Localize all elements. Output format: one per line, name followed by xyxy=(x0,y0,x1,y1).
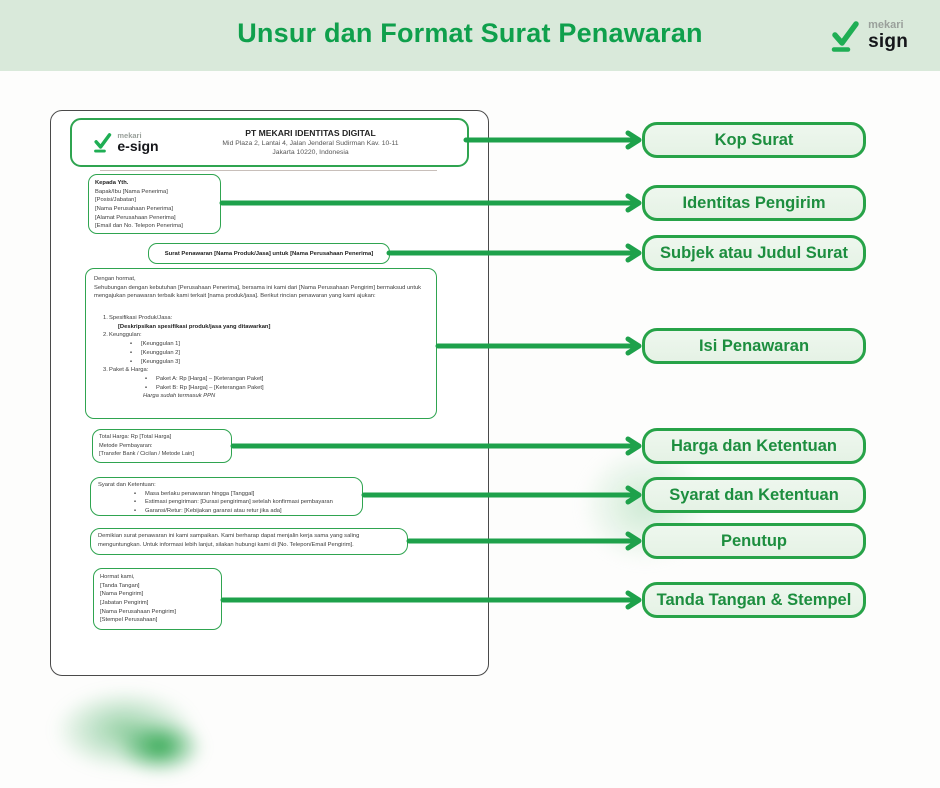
label-kop-surat: Kop Surat xyxy=(642,122,866,158)
signature-line: [Stempel Perusahaan] xyxy=(100,617,158,624)
label-isi-penawaran: Isi Penawaran xyxy=(642,328,866,364)
list-item: 3. Paket & Harga: xyxy=(103,367,149,374)
recipient-line: [Posisi/Jabatan] xyxy=(95,197,136,204)
company-name: PT MEKARI IDENTITAS DIGITAL xyxy=(245,127,376,138)
signature-line: Hormat kami, xyxy=(100,574,135,580)
bullet-item: Paket B: Rp [Harga] – [Keterangan Paket] xyxy=(145,384,428,393)
brand-word-sign: sign xyxy=(868,30,908,52)
recipient-line: Bapak/Ibu [Nama Penerima] xyxy=(95,188,168,195)
label-harga-ketentuan: Harga dan Ketentuan xyxy=(642,428,866,464)
bullet-item: [Keunggulan 1] xyxy=(130,340,428,349)
bullet-item: [Keunggulan 3] xyxy=(130,358,428,367)
doc-section-closing: Demikian surat penawaran ini kami sampai… xyxy=(90,528,408,555)
bullet-item: Estimasi pengiriman: [Durasi pengiriman]… xyxy=(134,498,355,507)
doc-section-body: Dengan hormat, Sehubungan dengan kebutuh… xyxy=(85,268,437,419)
label-penutup: Penutup xyxy=(642,523,866,559)
bullet-item: Garansi/Retur: [Kebijakan garansi atau r… xyxy=(134,507,355,516)
doc-section-kop-surat: mekari e-sign PT MEKARI IDENTITAS DIGITA… xyxy=(70,118,469,167)
list-item-detail: [Deskripsikan spesifikasi produk/jasa ya… xyxy=(118,323,271,330)
signature-line: [Jabatan Pengirim] xyxy=(100,600,149,607)
arrow-kop-surat xyxy=(463,130,642,150)
list-item: 1. Spesifikasi Produk/Jasa: xyxy=(103,315,173,322)
pricing-line: Metode Pembayaran: xyxy=(99,442,153,449)
esign-logo-word-esign: e-sign xyxy=(117,138,159,155)
signature-line: [Nama Perusahaan Pengirim] xyxy=(100,608,177,615)
doc-section-signature: Hormat kami, [Tanda Tangan] [Nama Pengir… xyxy=(93,568,222,630)
bullet-item: Paket A: Rp [Harga] – [Keterangan Paket] xyxy=(145,375,428,384)
list-item: 2. Keunggulan: xyxy=(103,332,142,339)
company-address-line1: Mid Plaza 2, Lantai 4, Jalan Jenderal Su… xyxy=(222,140,399,148)
recipient-line: [Alamat Perusahaan Penerima] xyxy=(95,214,176,221)
esign-logo-word-mekari: mekari xyxy=(117,130,142,140)
salutation: Dengan hormat, xyxy=(94,276,136,282)
closing-paragraph: Demikian surat penawaran ini kami sampai… xyxy=(98,533,360,548)
page-title: Unsur dan Format Surat Penawaran xyxy=(237,18,703,48)
terms-title: Syarat dan Ketentuan: xyxy=(98,482,156,488)
label-tanda-tangan-stempel: Tanda Tangan & Stempel xyxy=(642,582,866,618)
bullet-item: Masa berlaku penawaran hingga [Tanggal] xyxy=(134,490,355,499)
checkmark-icon xyxy=(830,20,860,52)
checkmark-icon xyxy=(93,132,112,153)
subject-text: Surat Penawaran [Nama Produk/Jasa] untuk… xyxy=(164,250,374,257)
label-identitas-pengirim: Identitas Pengirim xyxy=(642,185,866,221)
signature-line: [Tanda Tangan] xyxy=(100,582,140,589)
kop-divider-line xyxy=(100,170,437,171)
recipient-line: Kepada Yth. xyxy=(95,180,129,186)
price-note: Harga sudah termasuk PPN xyxy=(143,393,216,400)
header-band xyxy=(0,0,940,71)
esign-logo: mekari e-sign xyxy=(72,130,180,155)
company-address-line2: Jakarta 10220, Indonesia xyxy=(272,149,349,157)
intro-paragraph: Sehubungan dengan kebutuhan [Perusahaan … xyxy=(94,284,422,300)
recipient-line: [Email dan No. Telepon Penerima] xyxy=(95,223,183,230)
pricing-line: [Transfer Bank / Cicilan / Metode Lain] xyxy=(99,451,194,458)
signature-line: [Nama Pengirim] xyxy=(100,591,144,598)
recipient-line: [Nama Perusahaan Penerima] xyxy=(95,206,173,213)
label-syarat-ketentuan: Syarat dan Ketentuan xyxy=(642,477,866,513)
blurred-green-blob xyxy=(30,685,230,785)
mekari-sign-logo: mekari sign xyxy=(830,20,908,52)
doc-section-pricing: Total Harga: Rp [Total Harga] Metode Pem… xyxy=(92,429,232,463)
doc-section-recipient: Kepada Yth. Bapak/Ibu [Nama Penerima] [P… xyxy=(88,174,221,234)
doc-section-subject: Surat Penawaran [Nama Produk/Jasa] untuk… xyxy=(148,243,390,264)
doc-section-terms: Syarat dan Ketentuan: Masa berlaku penaw… xyxy=(90,477,363,516)
brand-word-mekari: mekari xyxy=(868,19,904,32)
bullet-item: [Keunggulan 2] xyxy=(130,349,428,358)
label-subjek-judul-surat: Subjek atau Judul Surat xyxy=(642,235,866,271)
pricing-line: Total Harga: Rp [Total Harga] xyxy=(99,434,172,440)
